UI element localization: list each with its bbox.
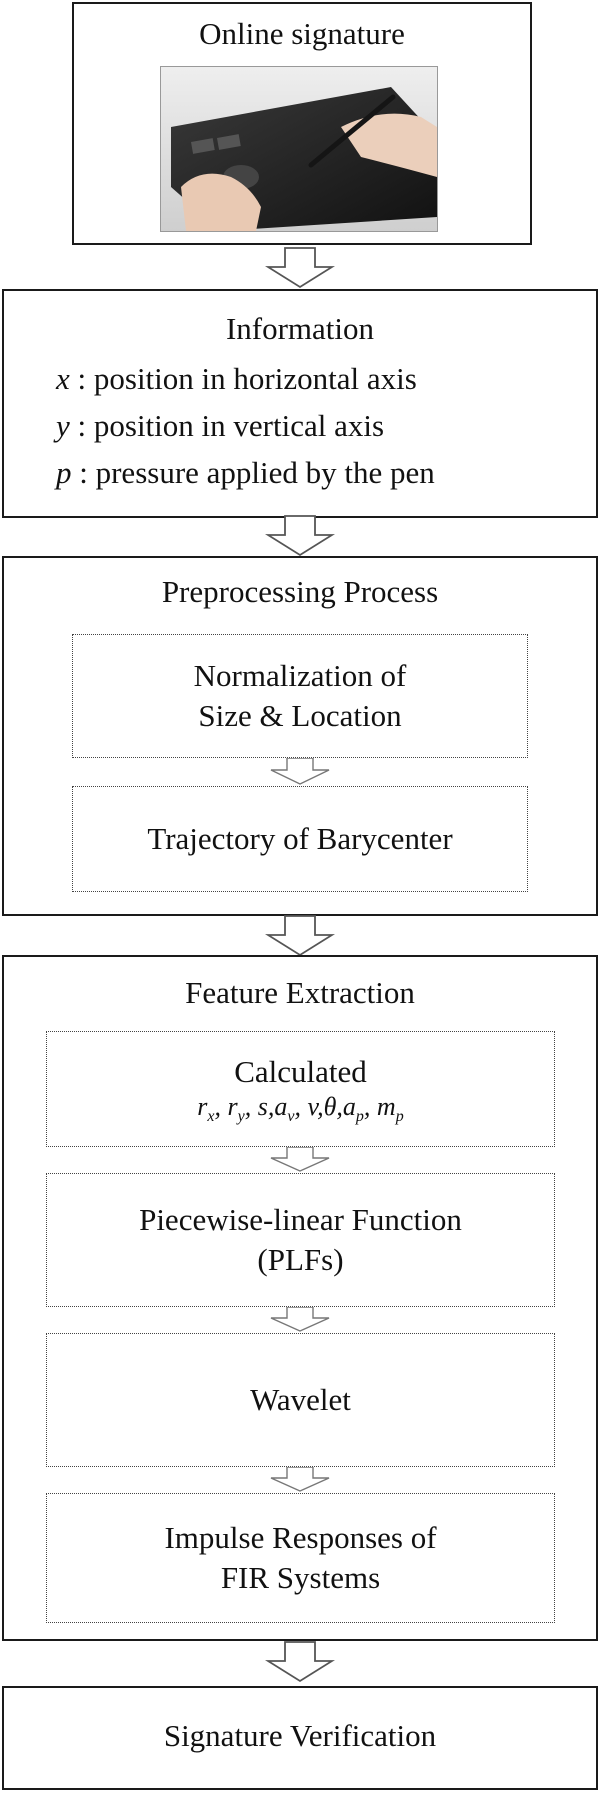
online-signature-title: Online signature	[199, 16, 405, 51]
info-line-x: x : position in horizontal axis	[56, 361, 417, 396]
fir-step: Impulse Responses of FIR Systems	[46, 1493, 555, 1623]
arrow-down-4	[265, 1641, 335, 1683]
wavelet-step: Wavelet	[46, 1333, 555, 1467]
plf-step: Piecewise-linear Function (PLFs)	[46, 1173, 555, 1307]
info-line-p: p : pressure applied by the pen	[56, 455, 435, 490]
feature-symbols: rx, ry, s,av, v,θ,ap, mp	[197, 1091, 404, 1126]
calculated-label: Calculated	[234, 1053, 367, 1089]
fir-line2: FIR Systems	[220, 1560, 381, 1595]
arrow-down-3	[265, 915, 335, 957]
arrow-down-1	[265, 247, 335, 289]
plf-line2: (PLFs)	[257, 1242, 344, 1277]
information-box: Information x : position in horizontal a…	[2, 289, 598, 518]
wavelet-label: Wavelet	[250, 1382, 351, 1417]
info-line-y: y : position in vertical axis	[56, 408, 385, 443]
barycenter-step: Trajectory of Barycenter	[72, 786, 528, 892]
normalization-step: Normalization of Size & Location	[72, 634, 528, 758]
fir-line1: Impulse Responses of	[164, 1520, 437, 1555]
arrow-down-calculated	[270, 1147, 330, 1172]
arrow-down-plf	[270, 1307, 330, 1332]
pen-tablet-photo-icon	[160, 66, 438, 232]
calculated-step: Calculated rx, ry, s,av, v,θ,ap, mp	[46, 1031, 555, 1147]
arrow-down-2	[265, 515, 335, 557]
arrow-down-normalization	[270, 758, 330, 785]
arrow-down-wavelet	[270, 1467, 330, 1492]
barycenter-label: Trajectory of Barycenter	[147, 821, 453, 856]
signature-verification-box: Signature Verification	[2, 1686, 598, 1790]
preprocessing-title: Preprocessing Process	[161, 574, 439, 609]
normalization-line2: Size & Location	[198, 698, 402, 733]
feature-extraction-title: Feature Extraction	[185, 975, 415, 1010]
information-title: Information	[225, 311, 375, 346]
signature-verification-label: Signature Verification	[163, 1718, 437, 1753]
normalization-line1: Normalization of	[193, 658, 407, 693]
online-signature-box: Online signature	[72, 2, 532, 245]
plf-line1: Piecewise-linear Function	[139, 1202, 462, 1237]
